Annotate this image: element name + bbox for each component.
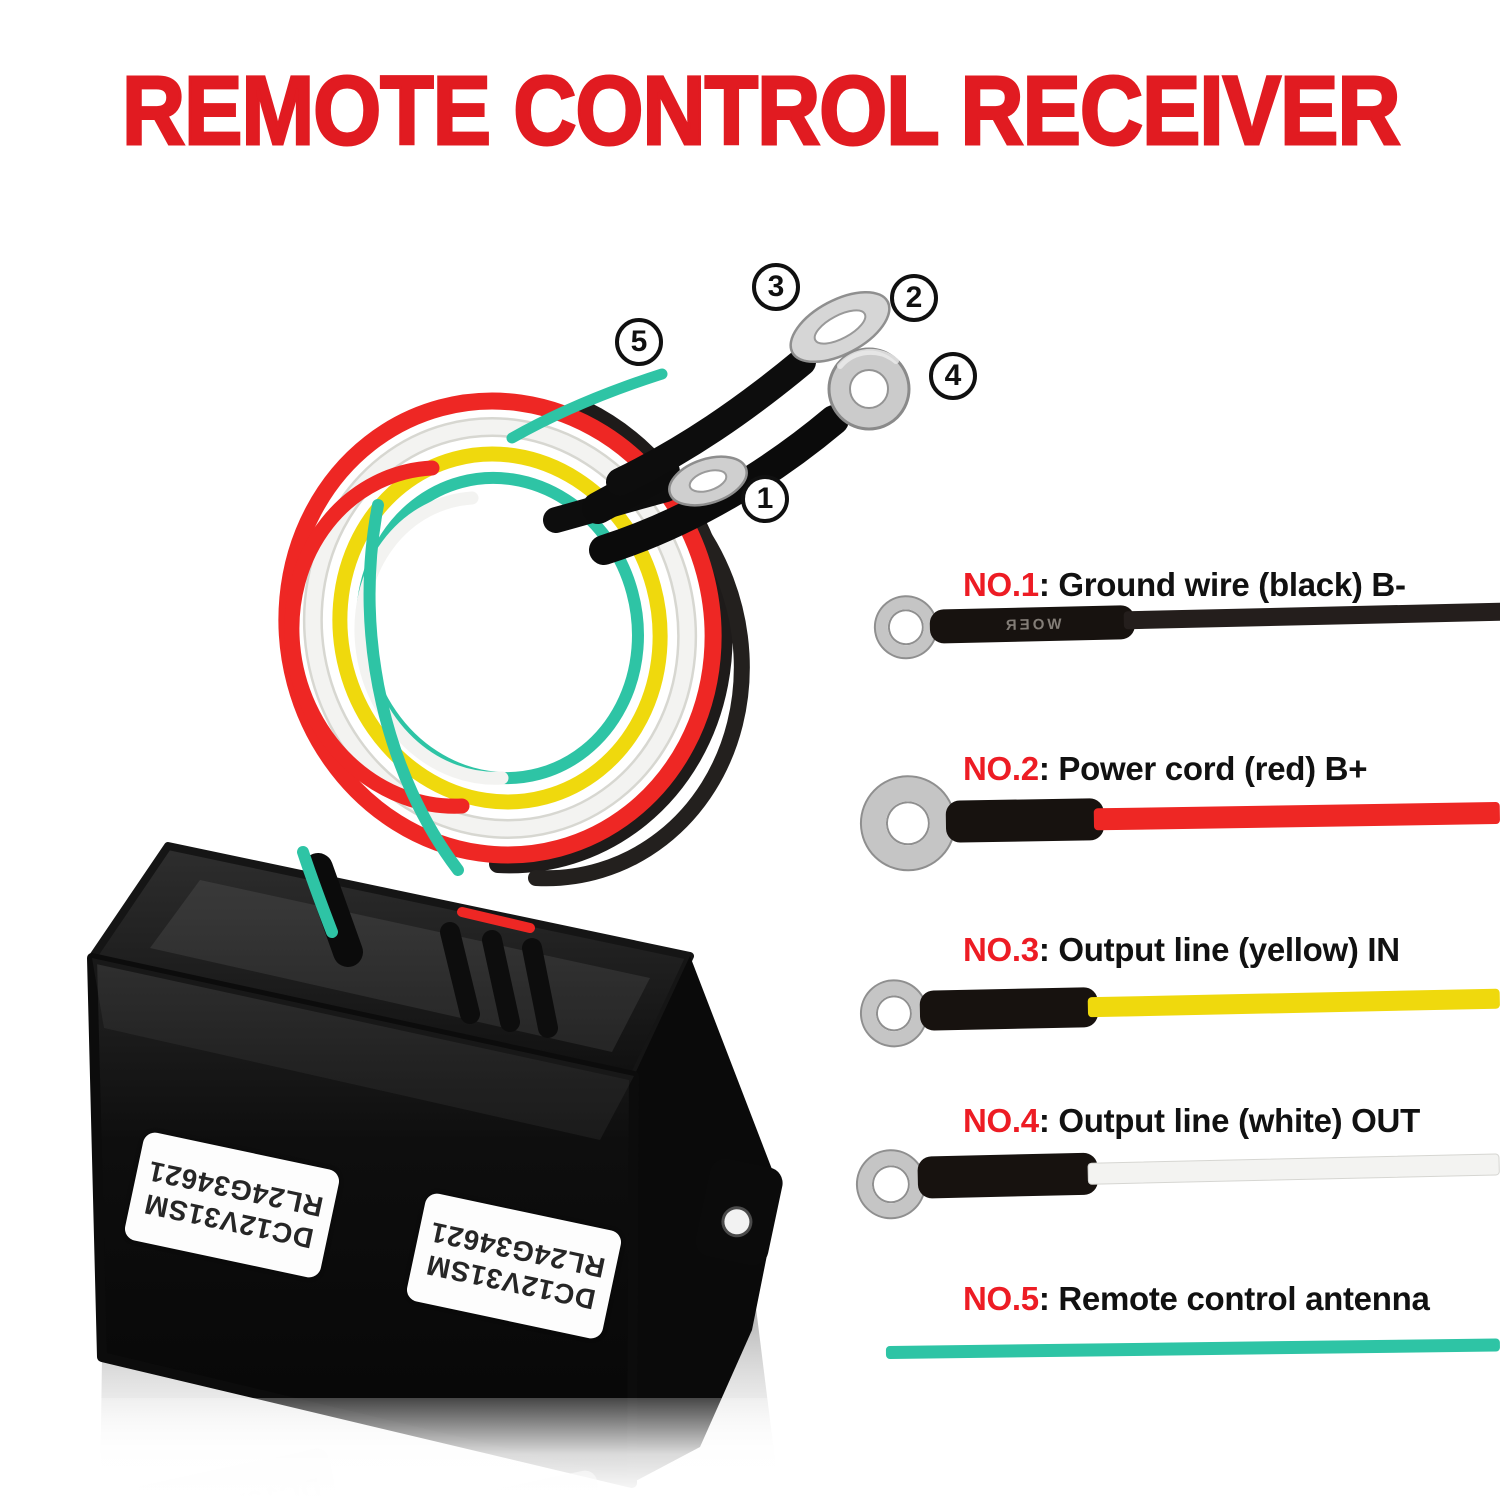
wire-coil-white-edge [302, 417, 698, 839]
mounting-ear [695, 1158, 783, 1266]
callout-badge-5: 5 [615, 318, 663, 366]
box-top-gloss [150, 880, 650, 1052]
legend-heading-5: NO.5: Remote control antenna [963, 1280, 1430, 1318]
legend-desc-3: : Output line (yellow) IN [1038, 931, 1400, 968]
heat-shrink-sleeve [945, 798, 1105, 843]
callout-badge-2: 2 [890, 274, 938, 322]
callout-badge-3: 3 [752, 263, 800, 311]
antenna-wire-tip [506, 368, 668, 444]
box-front-gloss [92, 958, 634, 1140]
legend-wire-black: WOER [871, 584, 1500, 668]
ring-terminal-4 [827, 347, 911, 431]
legend-no-4: NO.4 [963, 1102, 1039, 1139]
wire-coil-green [356, 471, 644, 785]
legend-wire-green [885, 1338, 1500, 1365]
wire-ends [506, 290, 911, 565]
wire-entries [297, 846, 558, 1038]
legend-heading-3: NO.3: Output line (yellow) IN [963, 931, 1400, 969]
legend-wire-yellow [861, 963, 1500, 1056]
legend-no-5: NO.5 [963, 1280, 1039, 1317]
legend-desc-2: : Power cord (red) B+ [1038, 750, 1368, 787]
legend-no-1: NO.1 [963, 566, 1039, 603]
heat-shrink-sleeve [919, 987, 1099, 1031]
legend-heading-1: NO.1: Ground wire (black) B- [963, 566, 1406, 604]
red-wire [1093, 801, 1500, 831]
legend-heading-2: NO.2: Power cord (red) B+ [963, 750, 1367, 788]
red-wire-tail [553, 493, 653, 527]
wire-coil-black-2 [528, 460, 750, 887]
wire-coil-yellow [332, 446, 668, 810]
ring-terminal-1 [668, 455, 748, 507]
page-title: REMOTE CONTROL RECEIVER [121, 56, 1402, 165]
legend-desc-1: : Ground wire (black) B- [1038, 566, 1406, 603]
device-sticker: DC12V31SM RL24G34621 [122, 1130, 342, 1280]
wire-coil-white-inner [354, 491, 509, 785]
sleeve-3a [582, 456, 680, 524]
callout-badge-4: 4 [929, 352, 977, 400]
sleeve-4 [589, 405, 849, 565]
ring-terminal-icon [861, 980, 927, 1046]
device-sticker: DC12V31SM RL24G34621 [404, 1191, 624, 1341]
ring-terminal-icon [861, 776, 955, 870]
sleeve-1 [543, 476, 679, 533]
legend-desc-4: : Output line (white) OUT [1038, 1102, 1420, 1139]
wire-coil [278, 392, 750, 887]
wire-coil-red [278, 392, 722, 864]
ring-terminal-icon [857, 1150, 925, 1218]
mounting-hole [721, 1206, 753, 1238]
legend-desc-5: : Remote control antenna [1038, 1280, 1430, 1317]
reflection-fade [0, 1398, 820, 1500]
sleeve-brand-text: WOER [1002, 615, 1062, 634]
green-antenna-wire [885, 1338, 1500, 1359]
yellow-wire [1087, 988, 1500, 1018]
wire-coil-black [489, 401, 733, 874]
box-top-face [88, 842, 694, 1080]
legend-no-2: NO.2 [963, 750, 1039, 787]
legend-no-3: NO.3 [963, 931, 1039, 968]
legend-wire-white [857, 1133, 1500, 1228]
ring-terminal-icon [875, 596, 937, 658]
black-wire [1123, 602, 1500, 630]
callout-badge-1: 1 [741, 475, 789, 523]
wire-coil-green-cross [363, 499, 464, 876]
wire-coil-red-inner [284, 460, 470, 814]
sleeve-3 [606, 348, 816, 496]
legend-wire-red [861, 768, 1500, 878]
heat-shrink-sleeve [917, 1152, 1099, 1199]
heat-shrink-sleeve: WOER [929, 605, 1136, 644]
legend-heading-4: NO.4: Output line (white) OUT [963, 1102, 1420, 1140]
wire-coil-white [305, 419, 695, 837]
white-wire [1087, 1153, 1500, 1185]
